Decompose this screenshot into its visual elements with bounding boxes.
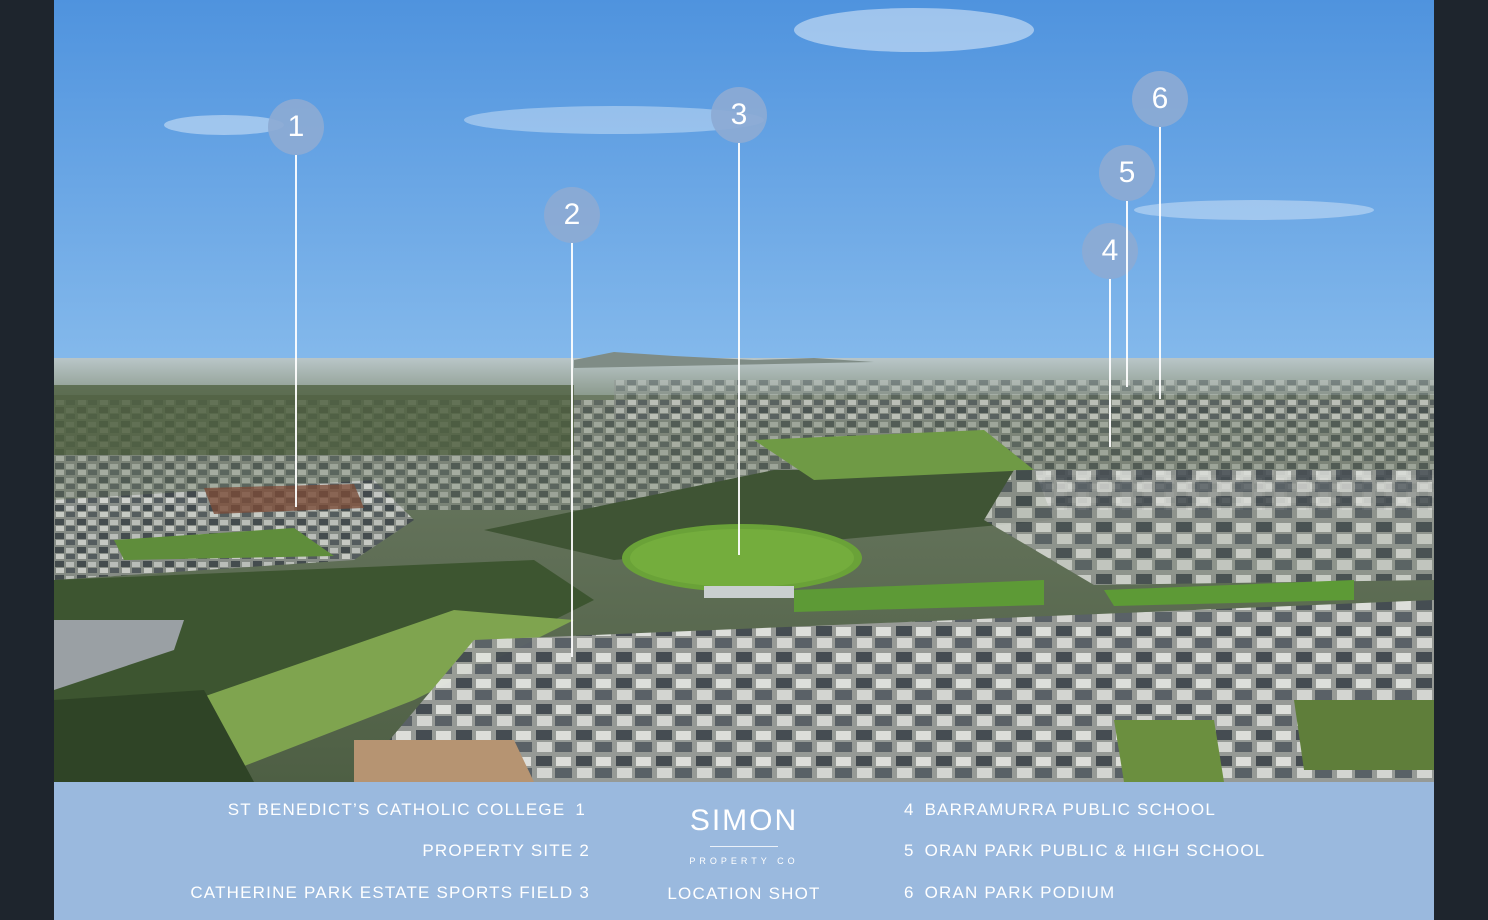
- legend-number: 2: [579, 841, 590, 860]
- legend-label: ORAN PARK PUBLIC & HIGH SCHOOL: [924, 841, 1266, 860]
- legend-number: 1: [575, 800, 586, 819]
- marker-leader-line: [295, 155, 297, 507]
- marker-number: 2: [544, 187, 600, 243]
- legend-item-1: ST BENEDICT’S CATHOLIC COLLEGE 1: [190, 782, 590, 824]
- legend-left-column: ST BENEDICT’S CATHOLIC COLLEGE 1 PROPERT…: [190, 782, 590, 908]
- legend-label: BARRAMURRA PUBLIC SCHOOL: [924, 800, 1217, 819]
- legend-number: 6: [904, 883, 915, 902]
- legend-number: 3: [579, 883, 590, 902]
- legend-item-2: PROPERTY SITE 2: [190, 824, 590, 866]
- legend-item-5: 5 ORAN PARK PUBLIC & HIGH SCHOOL: [900, 824, 1265, 866]
- caption: LOCATION SHOT: [667, 884, 821, 903]
- legend-label: PROPERTY SITE: [422, 841, 574, 860]
- legend-item-3: CATHERINE PARK ESTATE SPORTS FIELD 3: [190, 866, 590, 908]
- legend-item-4: 4 BARRAMURRA PUBLIC SCHOOL: [900, 782, 1265, 824]
- legend-footer: ST BENEDICT’S CATHOLIC COLLEGE 1 PROPERT…: [54, 782, 1434, 920]
- marker-number: 3: [711, 87, 767, 143]
- legend-label: ORAN PARK PODIUM: [924, 883, 1116, 902]
- marker-leader-line: [571, 243, 573, 657]
- legend-number: 5: [904, 841, 915, 860]
- legend-label: CATHERINE PARK ESTATE SPORTS FIELD: [190, 883, 574, 902]
- marker-leader-line: [738, 143, 740, 555]
- legend-item-6: 6 ORAN PARK PODIUM: [900, 866, 1265, 908]
- marker-number: 5: [1099, 145, 1155, 201]
- brand-logo: SIMON: [689, 804, 799, 837]
- marker-number: 6: [1132, 71, 1188, 127]
- marker-number: 1: [268, 99, 324, 155]
- marker-number: 4: [1082, 223, 1138, 279]
- legend-label: ST BENEDICT’S CATHOLIC COLLEGE: [227, 800, 566, 819]
- brochure-frame: 1 2 3 4 5 6 ST BENEDICT’S CATHOLIC COLLE…: [54, 0, 1434, 920]
- brand-subtitle: PROPERTY CO: [689, 856, 799, 866]
- marker-leader-line: [1109, 279, 1111, 447]
- brand-divider: [710, 846, 778, 847]
- legend-number: 4: [904, 800, 915, 819]
- marker-leader-line: [1126, 201, 1128, 387]
- marker-leader-line: [1159, 127, 1161, 399]
- legend-right-column: 4 BARRAMURRA PUBLIC SCHOOL 5 ORAN PARK P…: [900, 782, 1265, 908]
